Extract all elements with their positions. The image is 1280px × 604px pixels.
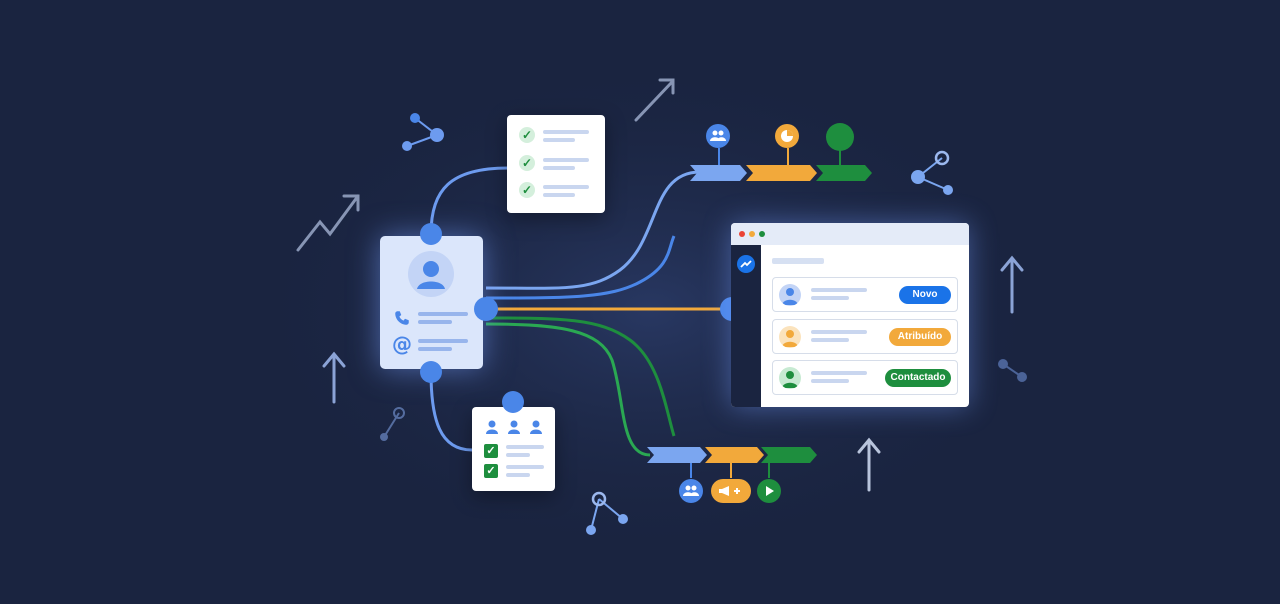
team-card: ✓ ✓ <box>472 407 555 491</box>
phone-placeholder <box>418 312 468 316</box>
lead-row[interactable]: Contactado <box>772 360 958 395</box>
pipeline-bottom-stage-1 <box>647 447 707 463</box>
check-icon: ✓ <box>519 155 535 171</box>
email-placeholder <box>418 347 452 351</box>
share-nodes-icon <box>402 113 444 151</box>
text-placeholder <box>543 130 589 134</box>
text-placeholder <box>811 371 867 375</box>
connector-node-team[interactable] <box>502 391 524 413</box>
phone-icon <box>395 311 409 325</box>
maximize-dot-icon[interactable] <box>759 231 765 237</box>
check-icon: ✓ <box>484 444 498 458</box>
status-badge-novo[interactable]: Novo <box>899 286 951 304</box>
pipeline-bottom-stage-3 <box>761 447 817 463</box>
megaphone-icon <box>711 479 751 503</box>
avatar <box>779 284 801 306</box>
group-icon <box>486 420 542 434</box>
text-placeholder <box>506 453 530 457</box>
stage-marker-icon <box>826 123 854 151</box>
text-placeholder <box>506 473 530 477</box>
pipeline-top-stage-2 <box>746 165 817 181</box>
close-dot-icon[interactable] <box>739 231 745 237</box>
text-placeholder <box>811 288 867 292</box>
text-placeholder <box>811 338 849 342</box>
connector-node-top[interactable] <box>420 223 442 245</box>
text-placeholder <box>543 158 589 162</box>
connector-to-bottom-pipeline <box>485 322 651 457</box>
status-badge-atribuido[interactable]: Atribuído <box>889 328 951 346</box>
share-nodes-icon <box>586 491 628 535</box>
connector-node-right[interactable] <box>474 297 498 321</box>
play-icon <box>757 479 781 503</box>
share-nodes-icon <box>911 150 953 195</box>
checklist-card: ✓ ✓ ✓ <box>507 115 605 213</box>
minimize-dot-icon[interactable] <box>749 231 755 237</box>
arrow-up-icon <box>322 351 346 404</box>
connector-to-top-pipeline <box>485 170 701 290</box>
text-placeholder <box>811 379 849 383</box>
connector-blue-branch <box>485 235 676 300</box>
text-placeholder <box>543 166 575 170</box>
avatar <box>779 367 801 389</box>
check-icon: ✓ <box>484 464 498 478</box>
avatar <box>779 326 801 348</box>
text-placeholder <box>543 138 575 142</box>
text-placeholder <box>543 185 589 189</box>
trend-up-icon <box>296 194 360 252</box>
window-titlebar <box>731 223 969 245</box>
pipeline-top-stage-3 <box>816 165 872 181</box>
text-placeholder <box>506 465 544 469</box>
lead-row[interactable]: Atribuído <box>772 319 958 354</box>
trend-arrow-icon <box>634 78 675 122</box>
share-nodes-icon <box>998 359 1027 382</box>
window-sidebar <box>731 245 761 407</box>
connector-green-branch <box>485 316 676 437</box>
check-icon: ✓ <box>519 127 535 143</box>
connector-to-checklist <box>429 166 509 235</box>
email-placeholder <box>418 339 468 343</box>
pipeline-bottom-stage-2 <box>705 447 764 463</box>
share-nodes-icon <box>380 407 405 441</box>
text-placeholder <box>811 296 849 300</box>
connector-to-team-card <box>429 371 473 452</box>
arrow-up-icon <box>1000 255 1024 314</box>
group-icon <box>706 124 730 148</box>
person-icon <box>408 251 454 297</box>
connector-node-bottom[interactable] <box>420 361 442 383</box>
pipeline-top-stage-1 <box>690 165 747 181</box>
group-icon <box>679 479 703 503</box>
pie-chart-icon <box>775 124 799 148</box>
trend-up-icon[interactable] <box>737 255 755 273</box>
text-placeholder <box>811 330 867 334</box>
phone-placeholder <box>418 320 452 324</box>
arrow-up-icon <box>857 437 881 492</box>
status-badge-contactado[interactable]: Contactado <box>885 369 951 387</box>
contact-card[interactable]: @ <box>380 236 483 369</box>
text-placeholder <box>543 193 575 197</box>
lead-list-window: Novo Atribuído Contactado <box>731 223 969 407</box>
check-icon: ✓ <box>519 182 535 198</box>
at-sign-icon: @ <box>392 332 412 356</box>
text-placeholder <box>506 445 544 449</box>
lead-row[interactable]: Novo <box>772 277 958 312</box>
list-heading-placeholder <box>772 258 824 264</box>
